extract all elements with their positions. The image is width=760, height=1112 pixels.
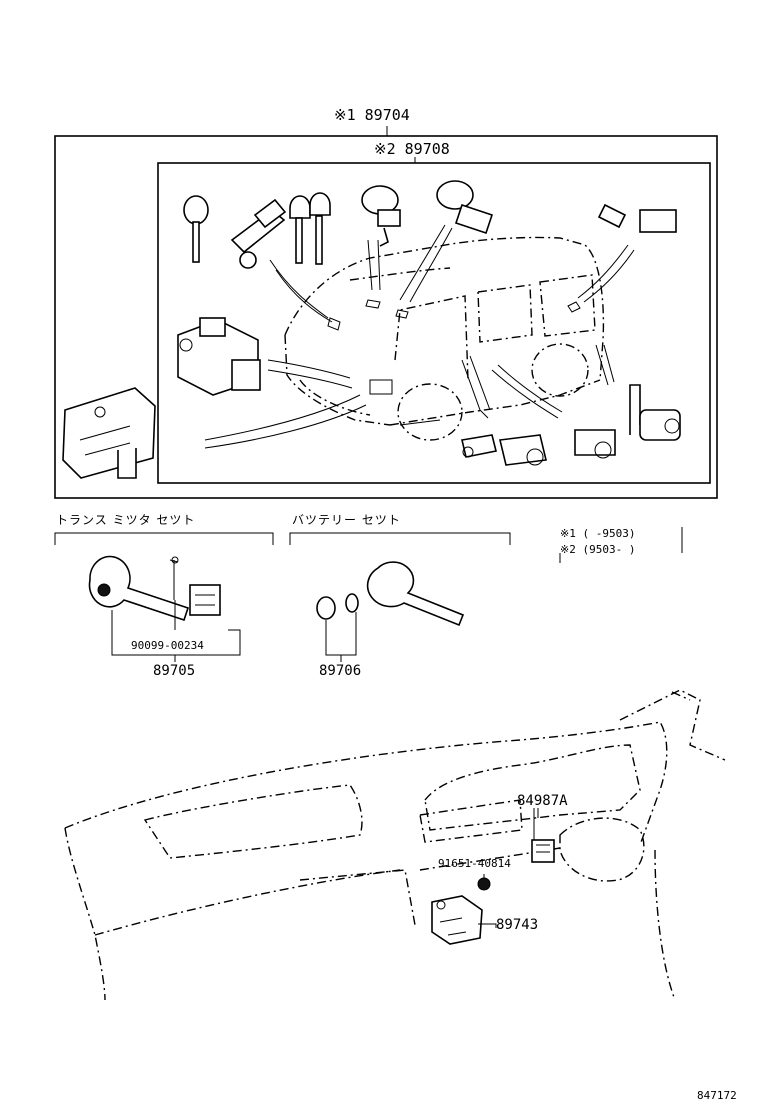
key-illustration bbox=[183, 192, 331, 265]
bracket-part-number: 84987A bbox=[517, 793, 568, 809]
note-2: ※2 (9503- ) bbox=[560, 543, 636, 556]
battery-set-label: バツテリー セツト bbox=[292, 513, 401, 527]
screw-part-number: 90099-00234 bbox=[131, 639, 204, 652]
battery-illustration bbox=[316, 561, 465, 627]
clip-part-number: 91651-40814 bbox=[438, 857, 511, 870]
assembly-inner-label: ※2 89708 bbox=[374, 140, 450, 158]
door-lock-actuator-illustration bbox=[177, 317, 261, 396]
battery-set-bracket bbox=[289, 532, 511, 545]
assembly-inner-frame bbox=[157, 162, 711, 484]
transmitter-set-bracket bbox=[54, 532, 274, 545]
receiver-part-number: 89743 bbox=[496, 917, 539, 933]
note-1: ※1 ( -9503) bbox=[560, 527, 636, 540]
transmitter-part-number: 89705 bbox=[153, 663, 196, 679]
dashboard-illustration bbox=[64, 689, 726, 1001]
control-module-illustration bbox=[62, 387, 156, 479]
battery-part-number: 89706 bbox=[319, 663, 362, 679]
notes-bracket bbox=[559, 527, 683, 563]
lock-cylinder-illustration bbox=[230, 180, 681, 466]
leader-arrows bbox=[204, 224, 635, 449]
bracket-illustration bbox=[531, 839, 555, 863]
transmitter-set-label: トランス ミツタ セツト bbox=[56, 513, 196, 527]
door-lock-receiver-illustration bbox=[431, 895, 483, 945]
transmitter-key-illustration bbox=[88, 555, 221, 622]
clip-illustration bbox=[477, 877, 491, 891]
van-illustration bbox=[284, 236, 605, 441]
figure-code: 847172 bbox=[697, 1089, 737, 1102]
assembly-outer-label: ※1 89704 bbox=[334, 106, 410, 124]
assembly-outer-frame bbox=[54, 135, 718, 499]
